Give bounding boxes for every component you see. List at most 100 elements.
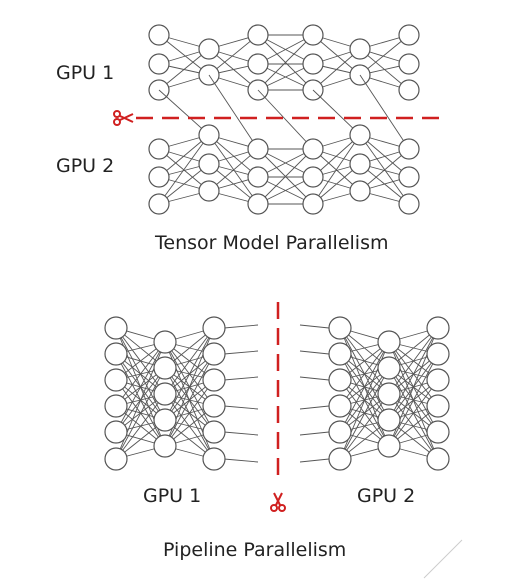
- tensor-gpu2-node: [198, 153, 220, 175]
- pipeline-gpu1-node: [153, 434, 177, 458]
- pipeline-gpu1-edge: [164, 379, 215, 447]
- pipeline-gpu1-edge: [115, 341, 166, 433]
- pipeline-gpu1-edge: [115, 393, 166, 460]
- pipeline-gpu1-node: [153, 356, 177, 380]
- pipeline-gpu2-edge: [339, 341, 390, 433]
- pipeline-gpu2-label: GPU 2: [357, 485, 415, 507]
- pipeline-gpu1-edge: [164, 353, 215, 447]
- pipeline-gpu1-node: [202, 342, 226, 366]
- tensor-gpu1-node: [198, 38, 220, 60]
- tensor-gpu2-label: GPU 2: [56, 155, 114, 177]
- pipeline-gpu2-node: [426, 368, 450, 392]
- pipeline-gpu2-cut-edge: [299, 324, 330, 329]
- tensor-gpu2-node: [247, 138, 269, 160]
- tensor-gpu1-label: GPU 1: [56, 62, 114, 84]
- tensor-gpu1-edge: [158, 48, 210, 91]
- tensor-gpu1-edge: [257, 34, 314, 91]
- tensor-gpu1-node: [398, 24, 420, 46]
- pipeline-gpu2-node: [377, 434, 401, 458]
- tensor-gpu2-node: [247, 193, 269, 215]
- pipeline-gpu2-node: [328, 342, 352, 366]
- tensor-gpu2-node: [148, 193, 170, 215]
- pipeline-gpu2-cut-edge: [299, 431, 330, 436]
- pipeline-gpu1-node: [153, 408, 177, 432]
- tensor-model-network: [148, 24, 420, 215]
- tensor-gpu2-node: [349, 180, 371, 202]
- tensor-gpu1-node: [247, 53, 269, 75]
- pipeline-gpu2-node: [426, 447, 450, 471]
- pipeline-gpu1-node: [153, 382, 177, 406]
- tensor-cross-edge: [208, 74, 259, 150]
- tensor-gpu2-edge: [158, 163, 210, 205]
- pipeline-gpu1-node: [202, 316, 226, 340]
- pipeline-gpu2-node: [328, 316, 352, 340]
- tensor-gpu2-node: [302, 138, 324, 160]
- tensor-gpu2-node: [247, 166, 269, 188]
- tensor-gpu2-node: [148, 138, 170, 160]
- pipeline-gpu2-node: [426, 342, 450, 366]
- tensor-gpu1-edge: [158, 34, 210, 76]
- tensor-gpu2-node: [198, 124, 220, 146]
- tensor-gpu2-edge: [359, 148, 410, 192]
- pipeline-gpu2-node: [426, 420, 450, 444]
- pipeline-gpu2-edge: [388, 379, 439, 447]
- pipeline-gpu1-node: [104, 368, 128, 392]
- scissors-icon: [113, 110, 134, 126]
- pipeline-gpu1-node: [104, 447, 128, 471]
- tensor-gpu2-edge: [257, 148, 314, 205]
- pipeline-gpu1-cut-edge: [223, 376, 259, 381]
- pipeline-gpu2-node: [328, 420, 352, 444]
- pipeline-gpu2-edge: [339, 393, 390, 460]
- tensor-gpu2-edge: [158, 134, 210, 178]
- scissors-icon: [270, 492, 286, 512]
- pipeline-gpu2-node: [328, 394, 352, 418]
- tensor-gpu2-edge: [158, 134, 210, 205]
- pipeline-gpu1-node: [202, 420, 226, 444]
- decorative-stroke: [423, 539, 463, 579]
- pipeline-gpu1-edge: [115, 341, 166, 407]
- pipeline-gpu2-node: [426, 316, 450, 340]
- pipeline-gpu1-edge: [115, 367, 166, 460]
- tensor-cross-edge: [158, 89, 210, 136]
- pipeline-gpu1-node: [202, 447, 226, 471]
- tensor-gpu1-node: [302, 24, 324, 46]
- pipeline-gpu2-cut-edge: [299, 405, 330, 410]
- pipeline-gpu1-edge: [164, 327, 215, 421]
- tensor-gpu1-node: [349, 38, 371, 60]
- tensor-cross-edge: [312, 89, 361, 136]
- tensor-gpu2-node: [349, 124, 371, 146]
- pipeline-caption: Pipeline Parallelism: [163, 539, 346, 561]
- tensor-caption: Tensor Model Parallelism: [154, 232, 388, 254]
- pipeline-gpu2-cut-edge: [299, 376, 330, 381]
- pipeline-gpu1-edge: [164, 327, 215, 395]
- pipeline-gpu1-node: [202, 394, 226, 418]
- pipeline-gpu1-label: GPU 1: [143, 485, 201, 507]
- tensor-gpu2-node: [198, 180, 220, 202]
- pipeline-gpu2-node: [377, 382, 401, 406]
- pipeline-gpu1-cut-edge: [223, 324, 259, 329]
- tensor-gpu2-edge: [312, 134, 361, 205]
- pipeline-gpu1-cut-edge: [223, 405, 259, 410]
- tensor-gpu2-node: [302, 166, 324, 188]
- pipeline-gpu2-edge: [388, 327, 439, 421]
- pipeline-gpu1-node: [104, 342, 128, 366]
- tensor-gpu2-node: [398, 138, 420, 160]
- tensor-cross-edge: [257, 89, 314, 150]
- tensor-cross-edge: [359, 74, 410, 150]
- tensor-gpu2-edge: [208, 148, 259, 192]
- pipeline-gpu1-node: [104, 316, 128, 340]
- pipeline-gpu1-cut-edge: [223, 458, 259, 463]
- pipeline-gpu1-cut-edge: [223, 350, 259, 355]
- tensor-gpu1-node: [247, 24, 269, 46]
- pipeline-gpu1-node: [153, 330, 177, 354]
- tensor-gpu2-node: [148, 166, 170, 188]
- pipeline-gpu1-node: [104, 394, 128, 418]
- pipeline-gpu2-edge: [339, 367, 390, 460]
- pipeline-gpu2-node: [426, 394, 450, 418]
- tensor-gpu1-node: [148, 53, 170, 75]
- pipeline-gpu1-node: [202, 368, 226, 392]
- pipeline-gpu1-cut-edge: [223, 431, 259, 436]
- pipeline-gpu2-cut-edge: [299, 458, 330, 463]
- tensor-gpu2-node: [398, 193, 420, 215]
